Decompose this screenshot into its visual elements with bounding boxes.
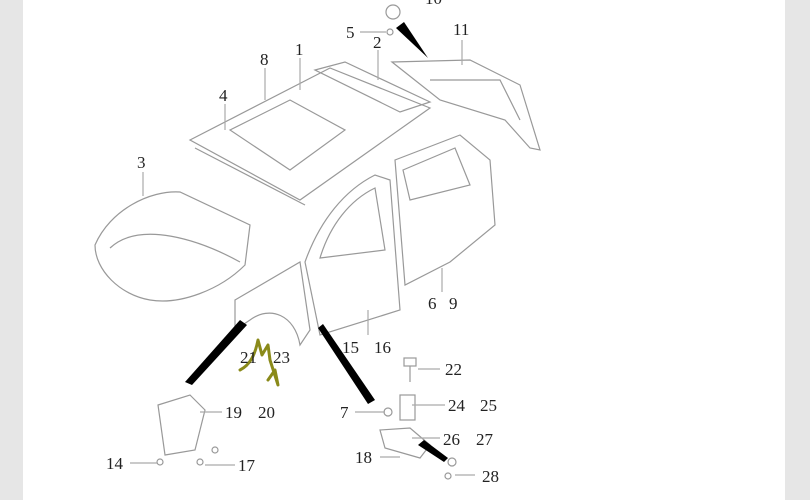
callout-10: 10 (425, 0, 442, 8)
callout-2: 2 (373, 33, 382, 52)
callout-4: 4 (219, 86, 228, 105)
rear-door (394, 134, 496, 286)
callout-19: 19 (225, 403, 242, 422)
handwritten-annotation (238, 338, 280, 387)
callout-7: 7 (340, 403, 349, 422)
roof-rail (313, 61, 432, 113)
callout-14: 14 (106, 454, 124, 473)
callout-24: 24 (448, 396, 466, 415)
tailgate (390, 59, 541, 151)
fender (234, 261, 311, 347)
bolt (403, 357, 417, 382)
callout-5: 5 (346, 23, 355, 42)
callout-26: 26 (443, 430, 460, 449)
front-door (304, 174, 401, 336)
callout-28: 28 (482, 467, 499, 486)
hood (94, 191, 251, 302)
callout-9: 9 (449, 294, 458, 313)
callout-27: 27 (476, 430, 494, 449)
callout-1: 1 (295, 40, 304, 59)
callout-6: 6 (428, 294, 437, 313)
callout-22: 22 (445, 360, 462, 379)
pointer-arrows (185, 22, 448, 462)
callout-20: 20 (258, 403, 275, 422)
callout-23: 23 (273, 348, 290, 367)
callout-17: 17 (238, 456, 256, 475)
hinge-bracket-left (156, 394, 219, 466)
roof-panel (188, 67, 432, 206)
hinge-bracket-right (379, 4, 457, 480)
callout-16: 16 (374, 338, 391, 357)
leader-lines (130, 31, 475, 476)
callout-21: 21 (240, 348, 257, 367)
callout-25: 25 (480, 396, 497, 415)
callout-labels: 10 11 5 2 8 1 4 3 6 9 15 16 21 23 22 7 2… (106, 0, 499, 486)
callout-15: 15 (342, 338, 359, 357)
callout-8: 8 (260, 50, 269, 69)
callout-11: 11 (453, 20, 469, 39)
diagram-canvas: 10 11 5 2 8 1 4 3 6 9 15 16 21 23 22 7 2… (23, 0, 785, 500)
callout-18: 18 (355, 448, 372, 467)
callout-3: 3 (137, 153, 146, 172)
